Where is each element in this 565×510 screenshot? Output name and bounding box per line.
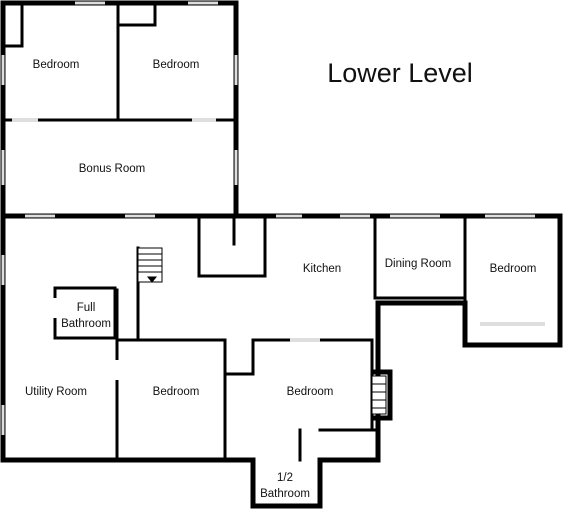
half-bath-label-2: Bathroom [260, 488, 310, 500]
windows [1, 1, 545, 435]
full-bathroom-label-2: Bathroom [61, 318, 111, 330]
stairs [137, 247, 163, 283]
bedroom-nw-label: Bedroom [33, 59, 80, 71]
bonus-room-label: Bonus Room [79, 163, 145, 175]
bedroom-e-label: Bedroom [490, 263, 537, 275]
bedroom-se-label: Bedroom [287, 386, 334, 398]
bedroom-s-label: Bedroom [153, 386, 200, 398]
dining-room-label: Dining Room [385, 258, 451, 270]
utility-room-label: Utility Room [25, 386, 87, 398]
kitchen-label: Kitchen [303, 263, 341, 275]
floor-title: Lower Level [327, 58, 473, 88]
full-bathroom-label-1: Full [77, 302, 96, 314]
fireplace [371, 375, 387, 415]
half-bath-label-1: 1/2 [277, 472, 293, 484]
door-openings [52, 298, 318, 433]
bedroom-n-label: Bedroom [153, 59, 200, 71]
